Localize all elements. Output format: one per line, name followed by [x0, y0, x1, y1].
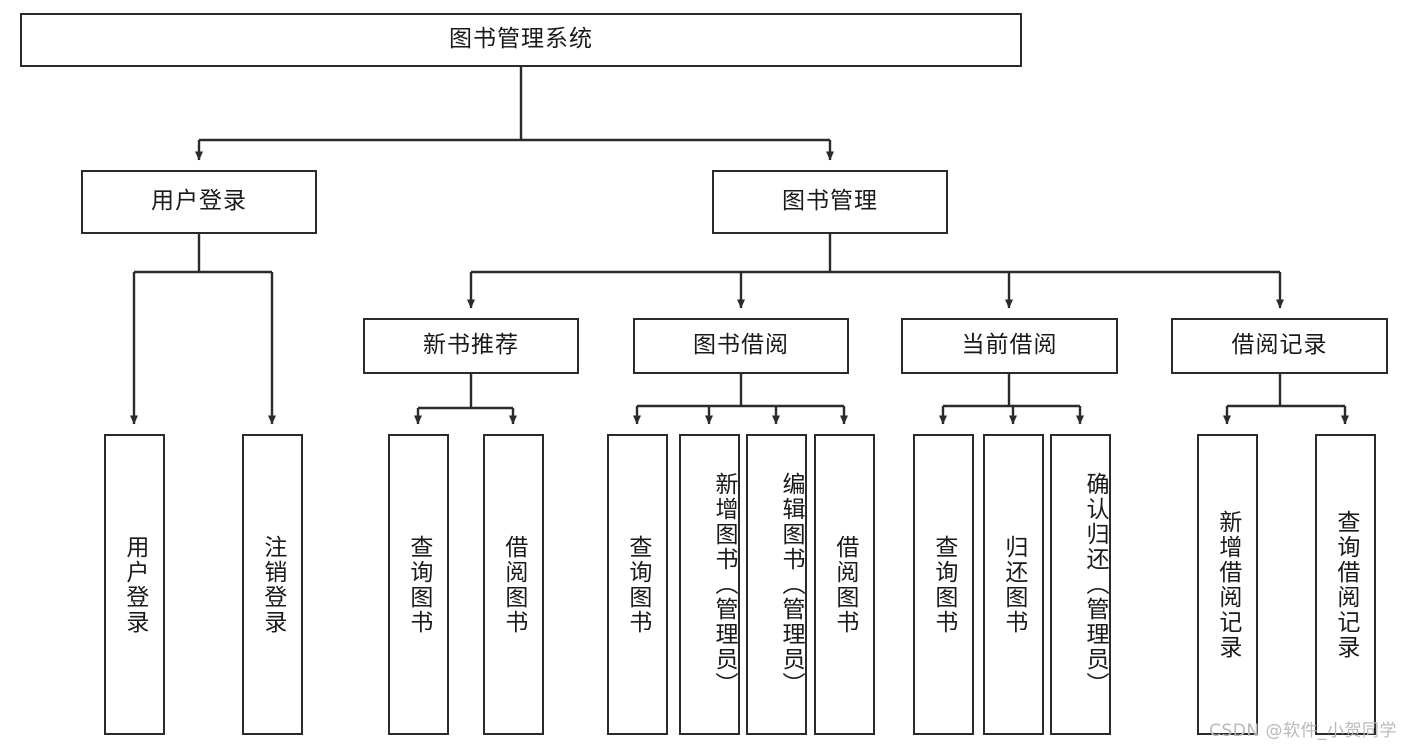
node-leaf-confirm-return-admin-label: 确认归还（管理员）	[1082, 472, 1108, 697]
node-borrow-record-label: 借阅记录	[1231, 332, 1328, 359]
node-leaf-add-borrow-record-label: 新增借阅记录	[1214, 509, 1241, 660]
csdn-watermark: CSDN @软件_小贺同学	[1209, 721, 1397, 741]
node-leaf-borrow-book-label: 借阅图书	[831, 534, 858, 635]
node-leaf-user-login-label: 用户登录	[121, 534, 148, 635]
node-book-borrow-label: 图书借阅	[693, 332, 789, 359]
node-leaf-user-login[interactable]: 用户登录	[104, 434, 165, 735]
node-leaf-borrow-book[interactable]: 借阅图书	[814, 434, 875, 735]
node-leaf-return-book[interactable]: 归还图书	[983, 434, 1044, 735]
node-new-book-recommend-label: 新书推荐	[423, 332, 519, 359]
node-leaf-query-book-recommend-label: 查询图书	[405, 534, 432, 635]
node-leaf-add-book-admin[interactable]: 新增图书（管理员）	[679, 434, 740, 735]
node-book-management[interactable]: 图书管理	[712, 170, 948, 234]
node-current-borrow[interactable]: 当前借阅	[901, 318, 1118, 374]
node-root[interactable]: 图书管理系统	[20, 13, 1022, 67]
node-book-management-label: 图书管理	[782, 188, 878, 215]
node-leaf-edit-book-admin-label: 编辑图书（管理员）	[778, 472, 804, 697]
node-leaf-query-borrow-record[interactable]: 查询借阅记录	[1315, 434, 1376, 735]
node-leaf-borrow-book-recommend[interactable]: 借阅图书	[483, 434, 544, 735]
node-leaf-return-book-label: 归还图书	[1000, 534, 1027, 635]
node-leaf-add-book-admin-label: 新增图书（管理员）	[711, 472, 737, 697]
node-book-borrow[interactable]: 图书借阅	[633, 318, 849, 374]
node-leaf-query-book-current-label: 查询图书	[930, 534, 957, 635]
node-new-book-recommend[interactable]: 新书推荐	[363, 318, 579, 374]
node-leaf-query-book-current[interactable]: 查询图书	[913, 434, 974, 735]
node-leaf-query-book-recommend[interactable]: 查询图书	[388, 434, 449, 735]
node-user-login[interactable]: 用户登录	[81, 170, 317, 234]
node-current-borrow-label: 当前借阅	[961, 332, 1058, 359]
node-user-login-label: 用户登录	[151, 188, 247, 215]
node-leaf-user-logout[interactable]: 注销登录	[242, 434, 303, 735]
node-leaf-user-logout-label: 注销登录	[259, 534, 286, 635]
node-leaf-add-borrow-record[interactable]: 新增借阅记录	[1197, 434, 1258, 735]
node-root-label: 图书管理系统	[449, 26, 593, 53]
node-borrow-record[interactable]: 借阅记录	[1171, 318, 1388, 374]
node-leaf-query-book-borrow-label: 查询图书	[624, 534, 651, 635]
node-leaf-query-book-borrow[interactable]: 查询图书	[607, 434, 668, 735]
node-leaf-query-borrow-record-label: 查询借阅记录	[1332, 509, 1359, 660]
node-leaf-borrow-book-recommend-label: 借阅图书	[500, 534, 527, 635]
node-leaf-confirm-return-admin[interactable]: 确认归还（管理员）	[1050, 434, 1111, 735]
node-leaf-edit-book-admin[interactable]: 编辑图书（管理员）	[746, 434, 807, 735]
